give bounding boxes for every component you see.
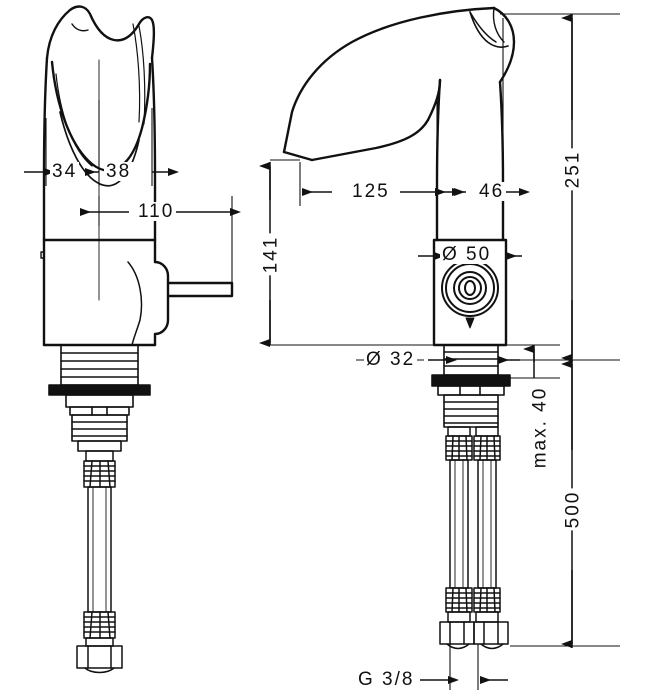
dimension-label-diameter-32: Ø 32 — [364, 349, 418, 370]
dimension-label-38: 38 — [104, 161, 134, 182]
dimension-label-34: 34 — [50, 161, 80, 182]
dimension-label-141: 141 — [260, 233, 282, 276]
dimension-label-110: 110 — [136, 201, 177, 222]
dimension-label-251: 251 — [562, 148, 584, 191]
dimension-lines — [24, 13, 620, 690]
side-view-geometry — [282, 6, 516, 650]
dimension-label-125: 125 — [350, 181, 392, 202]
dimension-label-500: 500 — [562, 488, 584, 531]
dimension-label-max-40: max. 40 — [529, 384, 551, 471]
dimension-label-46: 46 — [477, 181, 507, 202]
dimension-label-thread-g38: G 3/8 — [356, 669, 417, 690]
dimension-label-diameter-50: Ø 50 — [440, 244, 494, 265]
front-view-geometry — [40, 5, 234, 674]
